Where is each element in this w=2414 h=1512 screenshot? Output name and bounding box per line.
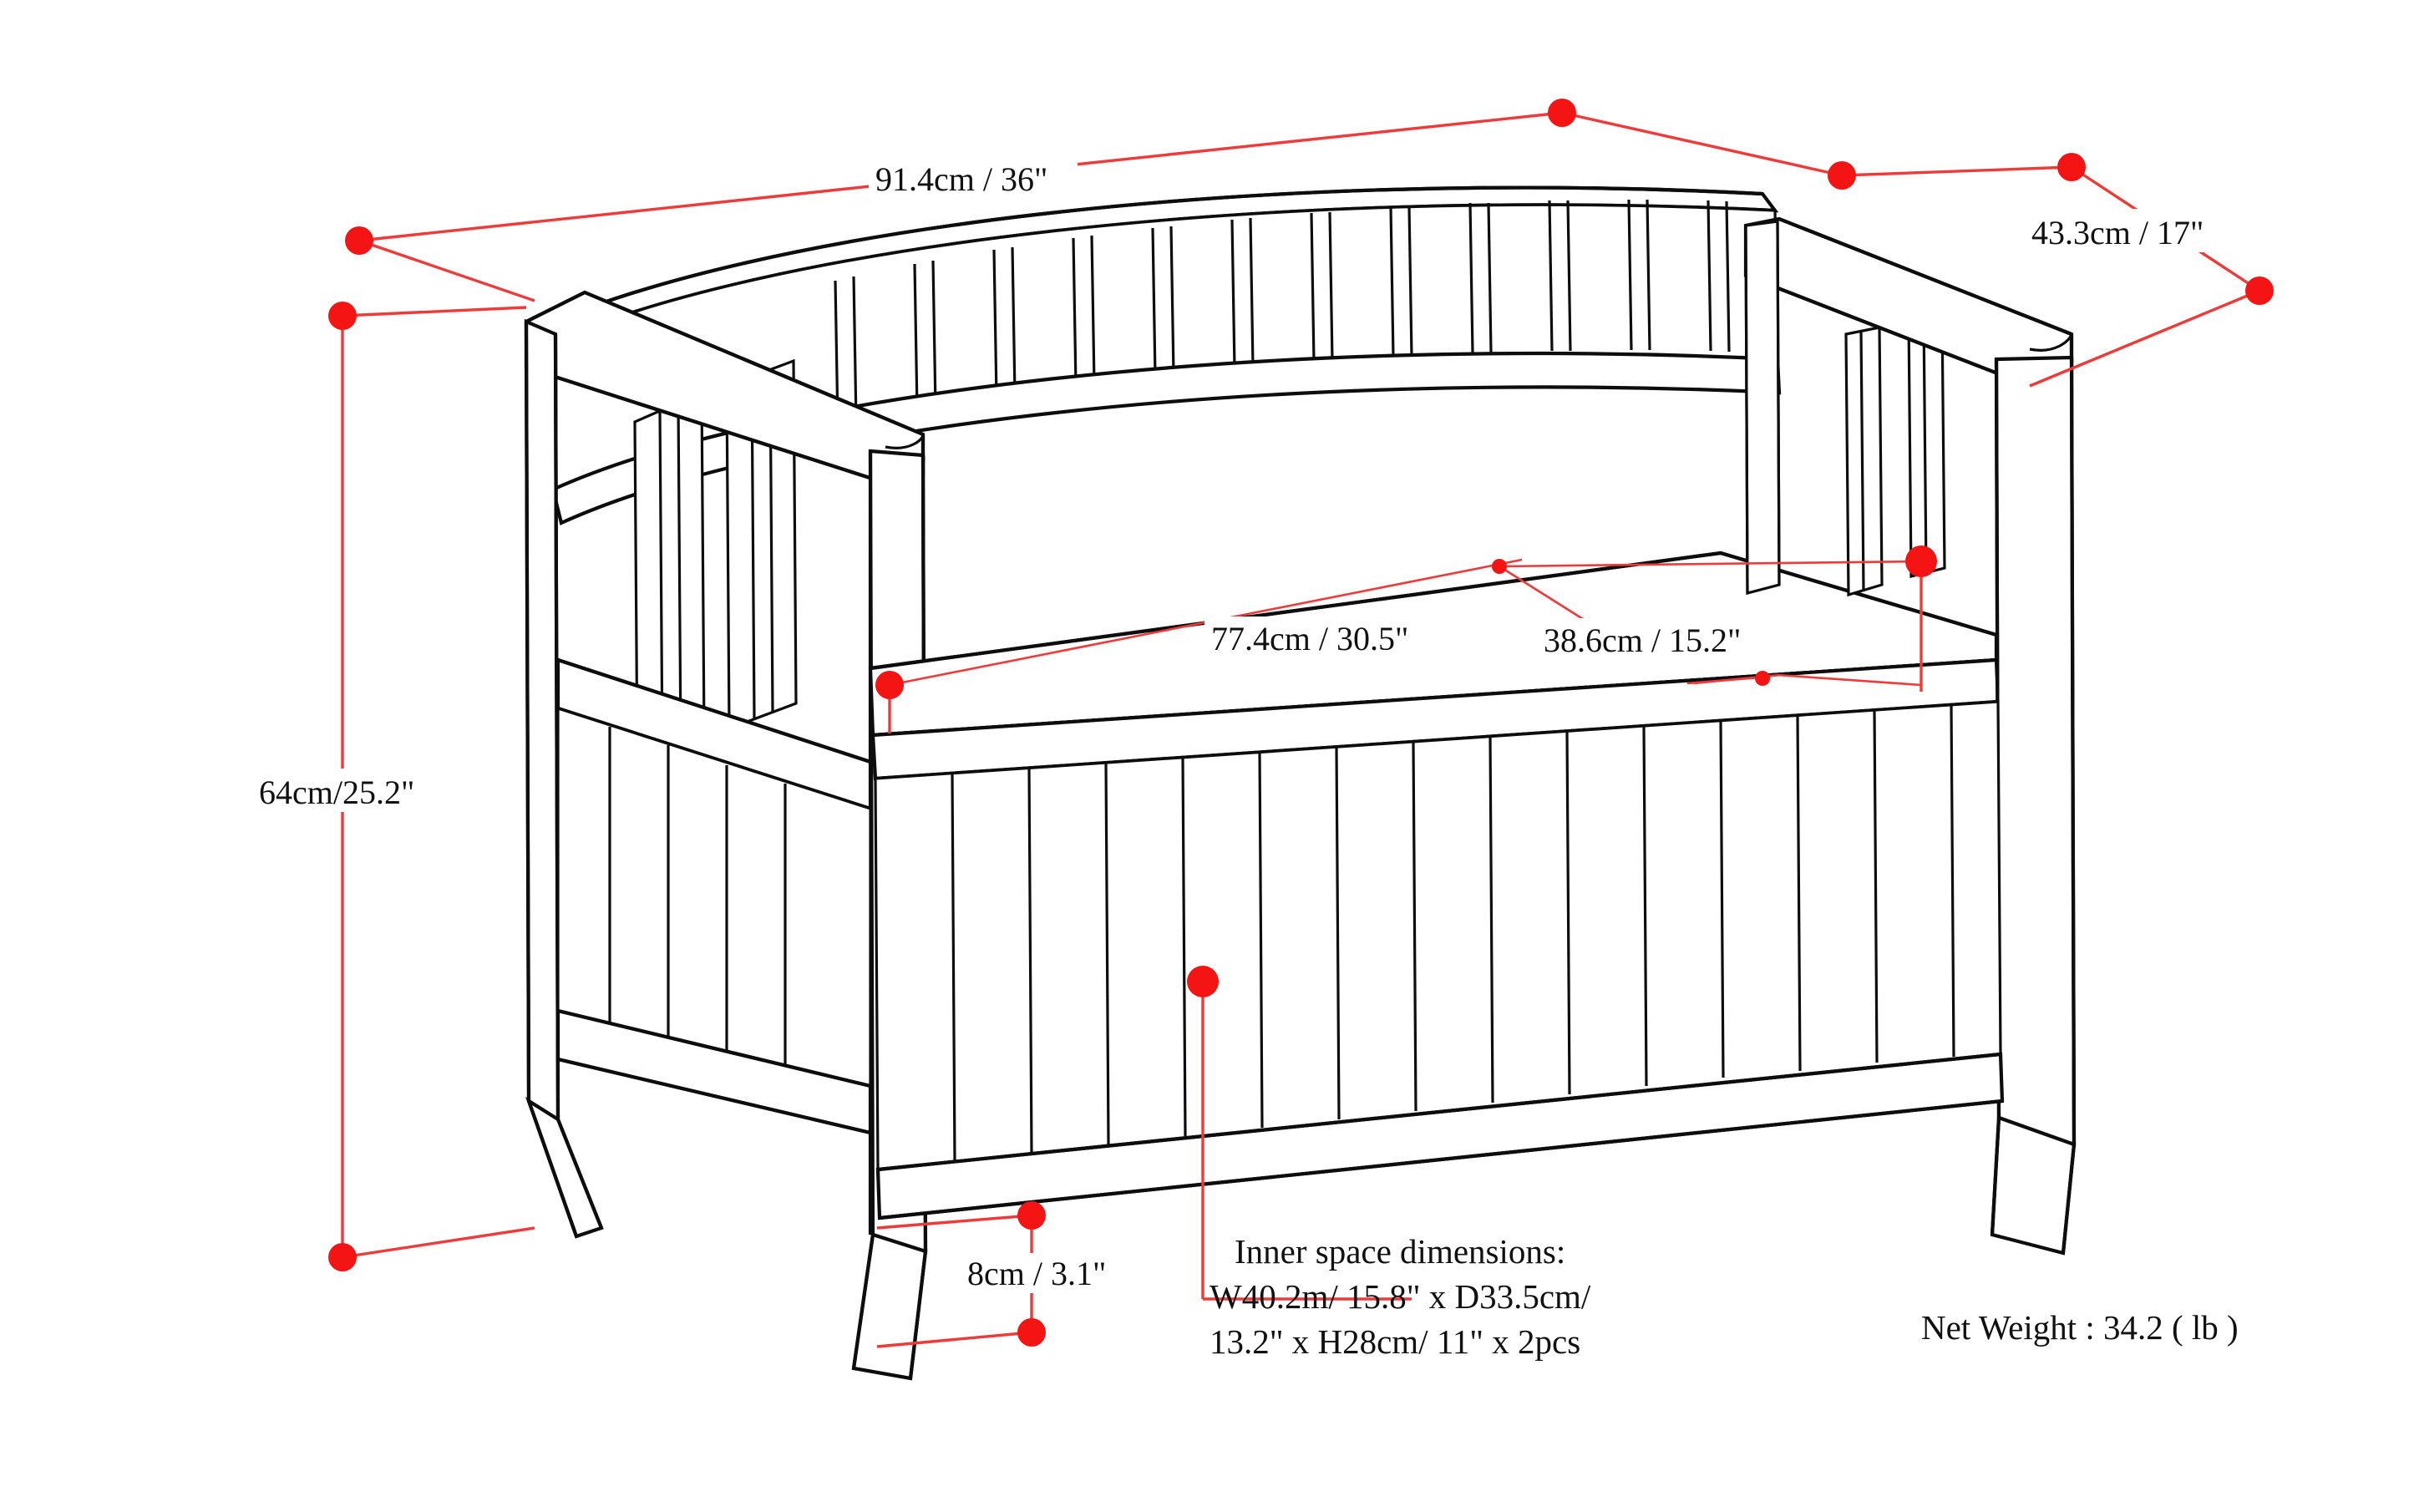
dimension-overall-width: 91.4cm / 36" xyxy=(345,99,1843,302)
dim-endpoint-dot-small xyxy=(1492,559,1507,574)
dim-endpoint-dot xyxy=(1828,161,1856,190)
dim-endpoint-dot xyxy=(2245,277,2274,305)
dimension-label-leg-clearance: 8cm / 3.1" xyxy=(967,1255,1106,1292)
dim-endpoint-dot-small xyxy=(1755,671,1770,686)
dim-endpoint-dot xyxy=(875,671,904,699)
inner-space-line-2: W40.2m/ 15.8" x D33.5cm/ xyxy=(1210,1277,1591,1316)
dimension-label-seat-depth: 38.6cm / 15.2" xyxy=(1544,622,1741,659)
callout-inner-space: Inner space dimensions: W40.2m/ 15.8" x … xyxy=(1187,966,1591,1361)
inner-space-line-1: Inner space dimensions: xyxy=(1235,1232,1565,1271)
right-arm-slats xyxy=(1844,312,1946,597)
front-storage-panel xyxy=(874,700,2005,1220)
dimension-label-overall-width: 91.4cm / 36" xyxy=(875,160,1047,198)
dimension-seat-depth: 38.6cm / 15.2" xyxy=(1492,545,1937,692)
right-front-post xyxy=(1994,355,2077,1147)
dim-endpoint-dot xyxy=(1905,545,1937,577)
dim-endpoint-dot xyxy=(1017,1318,1046,1347)
dimension-label-overall-depth: 43.3cm / 17" xyxy=(2031,214,2204,251)
net-weight-label: Net Weight : 34.2 ( lb ) xyxy=(1921,1308,2239,1347)
dimension-seat-width: 77.4cm / 30.5" xyxy=(875,558,1523,733)
dimension-overall-height: 64cm/25.2" xyxy=(255,302,535,1271)
dim-endpoint-dot xyxy=(1017,1201,1046,1230)
dimension-overall-depth: 43.3cm / 17" xyxy=(1828,153,2274,388)
bench-illustration xyxy=(524,185,2077,1381)
left-side-panel xyxy=(524,318,873,1135)
dim-endpoint-dot xyxy=(328,302,357,330)
dim-endpoint-dot xyxy=(2057,153,2086,181)
dimension-leg-clearance: 8cm / 3.1" xyxy=(876,1201,1121,1348)
left-arm-slats xyxy=(633,358,798,764)
dim-endpoint-dot xyxy=(1548,99,1576,127)
dim-endpoint-dot xyxy=(345,226,373,255)
dimension-label-overall-height: 64cm/25.2" xyxy=(259,774,414,811)
net-weight-note: Net Weight : 34.2 ( lb ) xyxy=(1921,1308,2239,1347)
inner-space-line-3: 13.2" x H28cm/ 11" x 2pcs xyxy=(1210,1322,1580,1361)
callout-anchor-dot xyxy=(1187,966,1219,997)
dimension-label-seat-width: 77.4cm / 30.5" xyxy=(1211,620,1408,657)
dim-endpoint-dot xyxy=(328,1243,357,1271)
right-rear-post xyxy=(1744,220,1781,596)
